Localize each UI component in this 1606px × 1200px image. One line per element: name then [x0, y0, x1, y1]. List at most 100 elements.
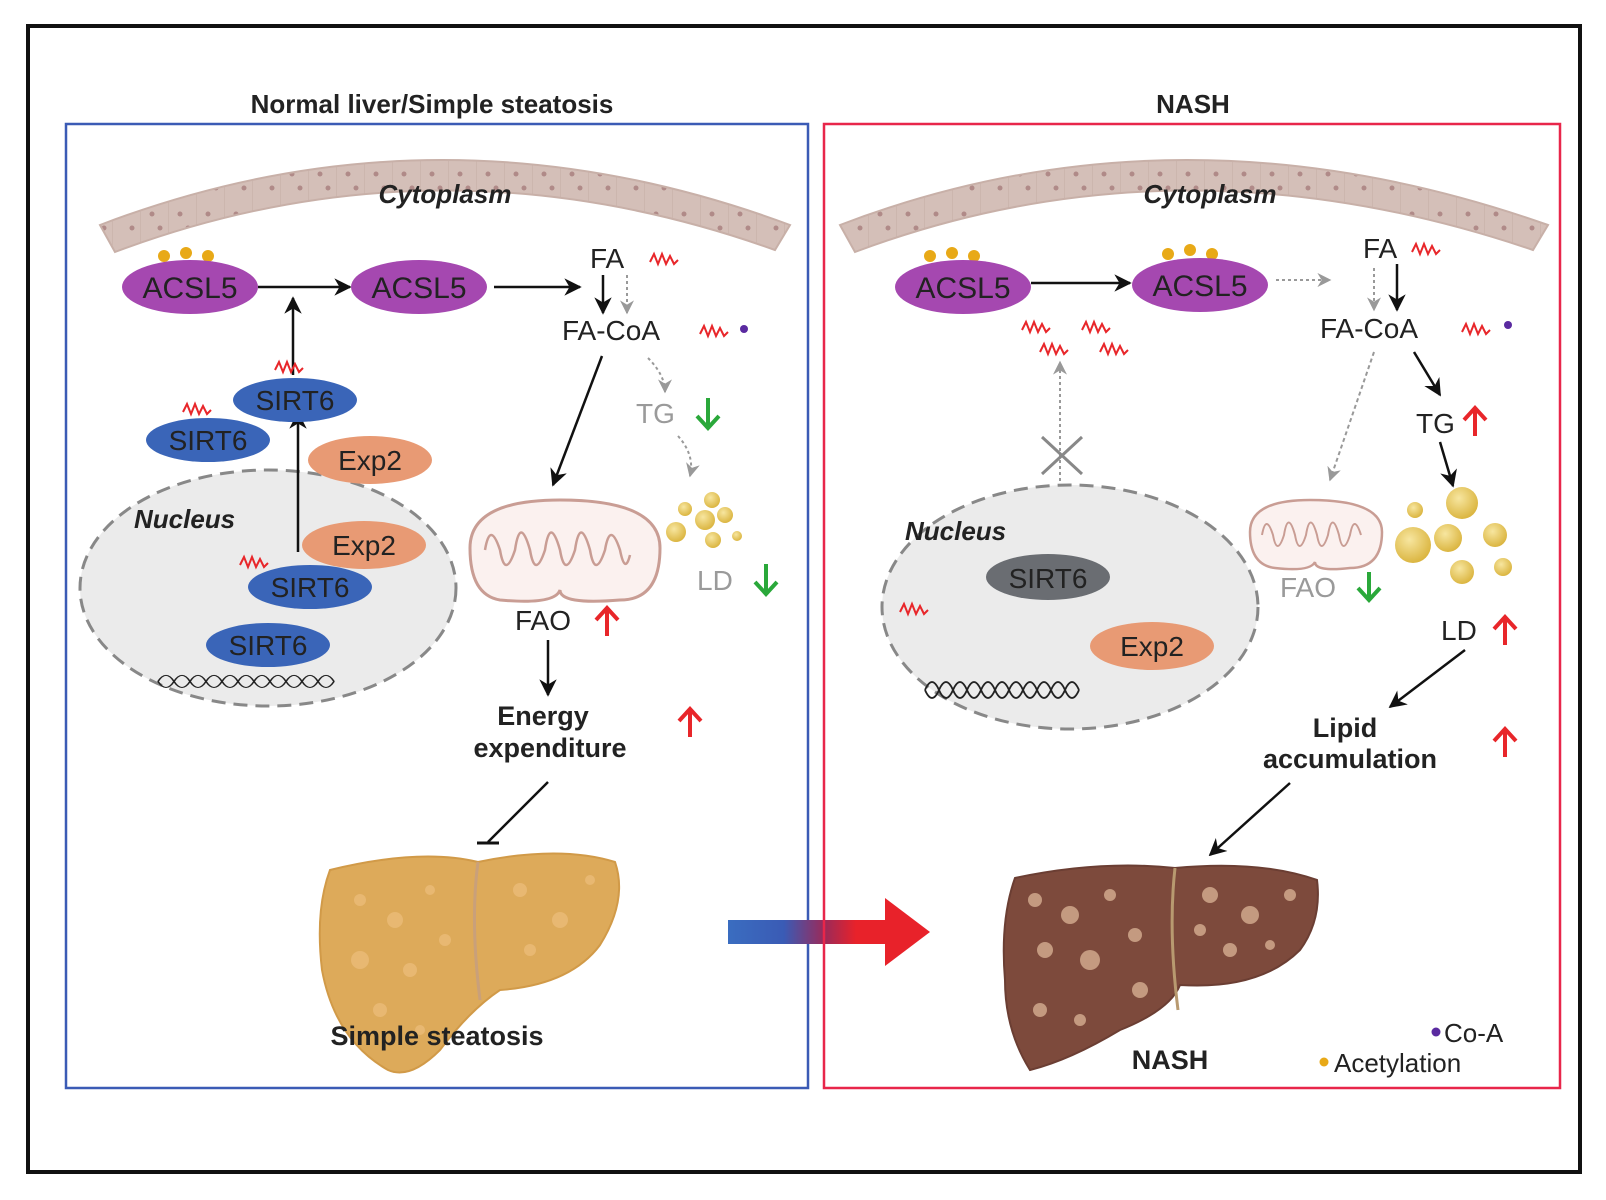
- fatty-acid-chain-icon: [1461, 321, 1491, 337]
- free-fatty-acids: [1021, 319, 1129, 357]
- fatty-acid-chain-icon: [1411, 241, 1441, 257]
- arrow-ld-to-lipid: [1388, 649, 1466, 709]
- energy-label-line2: expenditure: [473, 733, 626, 763]
- nucleus-label: Nucleus: [134, 504, 235, 534]
- exp2-label: Exp2: [1120, 631, 1184, 662]
- fa-label: FA: [1363, 233, 1398, 264]
- dashed-arrow-facoa-to-mitochondria: [1327, 351, 1375, 482]
- tg-label: TG: [1416, 408, 1455, 439]
- sirt6-nuclear: SIRT6: [248, 565, 372, 609]
- coa-legend-dot: [1431, 1027, 1441, 1037]
- sirt6-cytoplasmic: SIRT6: [233, 378, 357, 422]
- arrow-lipid-to-nash: [1208, 782, 1291, 857]
- exp2-cytoplasmic: Exp2: [308, 436, 432, 484]
- acsl5-label: ACSL5: [915, 272, 1010, 305]
- down-arrow-icon: [695, 398, 721, 431]
- legend-acetylation-label: Acetylation: [1334, 1048, 1461, 1078]
- acsl5-acetylated: ACSL5: [895, 247, 1031, 314]
- coa-dot: [1504, 321, 1512, 329]
- simple-steatosis-liver-icon: [318, 852, 621, 1074]
- sirt6-label: SIRT6: [271, 572, 350, 603]
- cytoplasm-label: Cytoplasm: [1144, 179, 1277, 209]
- down-arrow-icon: [1356, 572, 1382, 603]
- fa-label: FA: [590, 243, 625, 274]
- legend-coa-label: Co-A: [1444, 1018, 1504, 1048]
- acetylation-dot: [946, 247, 958, 259]
- exp2-label: Exp2: [332, 530, 396, 561]
- acetylation-legend-dot: [1319, 1057, 1329, 1067]
- sirt6-label: SIRT6: [169, 425, 248, 456]
- left-panel-title: Normal liver/Simple steatosis: [251, 89, 614, 119]
- sirt6-chromatin-bound: SIRT6: [206, 623, 330, 667]
- cytoplasm-label: Cytoplasm: [379, 179, 512, 209]
- acsl5-acetylated: ACSL5: [1132, 244, 1268, 312]
- fatty-acid-chain-icon: [274, 359, 304, 375]
- coa-dot: [740, 325, 748, 333]
- outer-frame: [26, 24, 1582, 1174]
- mitochondria-icon: [468, 498, 662, 603]
- up-arrow-icon: [1462, 405, 1488, 436]
- acsl5-label: ACSL5: [371, 272, 466, 305]
- fatty-acid-chain-icon: [182, 401, 212, 417]
- right-panel-border: [822, 122, 1562, 1090]
- acetylation-dot: [1206, 248, 1218, 260]
- acsl5-deacetylated: ACSL5: [351, 260, 487, 314]
- nash-liver-icon: [1002, 864, 1319, 1072]
- dna-icon: [924, 681, 1080, 699]
- inhibition-line: [487, 781, 549, 843]
- ld-label: LD: [697, 565, 733, 596]
- acetylation-dot: [924, 250, 936, 262]
- up-arrow-icon: [1492, 726, 1518, 757]
- blocked-x-icon: [1040, 435, 1084, 476]
- arrow-facoa-to-mitochondria: [550, 355, 604, 487]
- fao-label: FAO: [515, 605, 571, 636]
- cytoplasm-membrane: [98, 159, 792, 254]
- nash-label: NASH: [1132, 1045, 1209, 1075]
- energy-label-line1: Energy: [497, 701, 589, 731]
- exp2-nuclear: Exp2: [1090, 622, 1214, 670]
- sirt6-inactive: SIRT6: [986, 554, 1110, 600]
- fatty-acid-chain-icon: [899, 601, 929, 617]
- acsl5-label: ACSL5: [1152, 270, 1247, 303]
- sirt6-label: SIRT6: [1009, 563, 1088, 594]
- sirt6-label: SIRT6: [256, 385, 335, 416]
- mitochondria-icon-reduced: [1248, 498, 1384, 571]
- up-arrow-icon: [677, 706, 703, 737]
- exp2-label: Exp2: [338, 445, 402, 476]
- lipid-droplets-large: [1395, 487, 1512, 584]
- sirt6-cytoplasmic: SIRT6: [146, 418, 270, 462]
- dashed-arrow-facoa-to-tg: [647, 357, 672, 394]
- cytoplasm-membrane: [838, 159, 1550, 254]
- acetylation-dot: [158, 250, 170, 262]
- down-arrow-icon: [753, 564, 779, 597]
- lipid-label-line1: Lipid: [1313, 713, 1377, 743]
- fatty-acid-chain-icon: [699, 323, 729, 339]
- fao-label: FAO: [1280, 572, 1336, 603]
- arrow-facoa-to-tg: [1412, 351, 1442, 397]
- left-panel: Normal liver/Simple steatosis Cytoplasm …: [64, 89, 810, 1090]
- acetylation-dot: [968, 250, 980, 262]
- acetylation-dot: [1184, 244, 1196, 256]
- dashed-arrow-tg-to-ld: [677, 435, 700, 478]
- tg-label: TG: [636, 398, 675, 429]
- facoa-label: FA-CoA: [1320, 313, 1418, 344]
- lipid-droplets-small: [666, 492, 742, 548]
- acetylation-dot: [202, 250, 214, 262]
- up-arrow-icon: [1492, 614, 1518, 645]
- acetylation-dot: [1162, 248, 1174, 260]
- dna-icon: [157, 674, 335, 688]
- legend: Co-A Acetylation: [1319, 1018, 1504, 1078]
- exp2-nuclear: Exp2: [302, 521, 426, 569]
- nucleus-label: Nucleus: [905, 516, 1006, 546]
- simple-steatosis-label: Simple steatosis: [330, 1021, 543, 1051]
- up-arrow-icon: [594, 605, 620, 636]
- right-panel: NASH Cytoplasm ACSL5 ACSL5 FA FA-CoA: [822, 89, 1562, 1090]
- right-panel-title: NASH: [1156, 89, 1230, 119]
- fatty-acid-chain-icon: [239, 554, 269, 570]
- left-panel-border: [64, 122, 810, 1090]
- acsl5-label: ACSL5: [142, 272, 237, 305]
- progression-arrow: [728, 898, 930, 966]
- facoa-label: FA-CoA: [562, 315, 660, 346]
- fatty-acid-chain-icon: [649, 251, 679, 267]
